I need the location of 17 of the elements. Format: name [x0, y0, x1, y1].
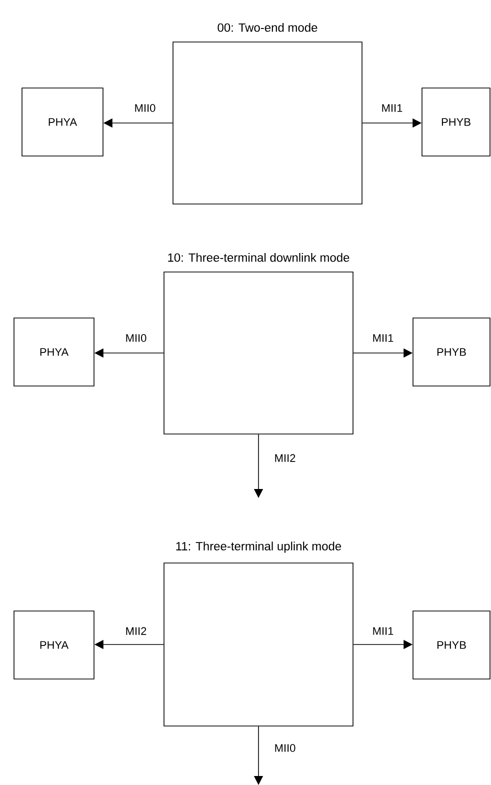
mode-title: 10: Three-terminal downlink mode — [168, 253, 350, 262]
phy-box: PHYB — [412, 610, 490, 680]
edge-label: MII1 — [373, 627, 394, 635]
edge-label: MII2 — [126, 627, 146, 635]
edge-label: MII1 — [373, 334, 394, 342]
phy-box: PHYA — [22, 88, 104, 156]
phy-box: PHYB — [422, 88, 490, 156]
phy-box: PHYA — [14, 610, 94, 680]
mode-title: 00: Two-end mode — [218, 23, 318, 32]
phy-box: PHYB — [412, 318, 490, 386]
mode-title: 11: Three-terminal uplink mode — [176, 542, 342, 553]
edge-label: MII2 — [275, 454, 296, 462]
edge-label: MII0 — [135, 104, 156, 112]
phy-box: PHYA — [14, 318, 94, 386]
edge-label: MII0 — [126, 334, 146, 342]
edge-label: MII1 — [382, 104, 402, 112]
edge-label: MII0 — [275, 744, 296, 752]
